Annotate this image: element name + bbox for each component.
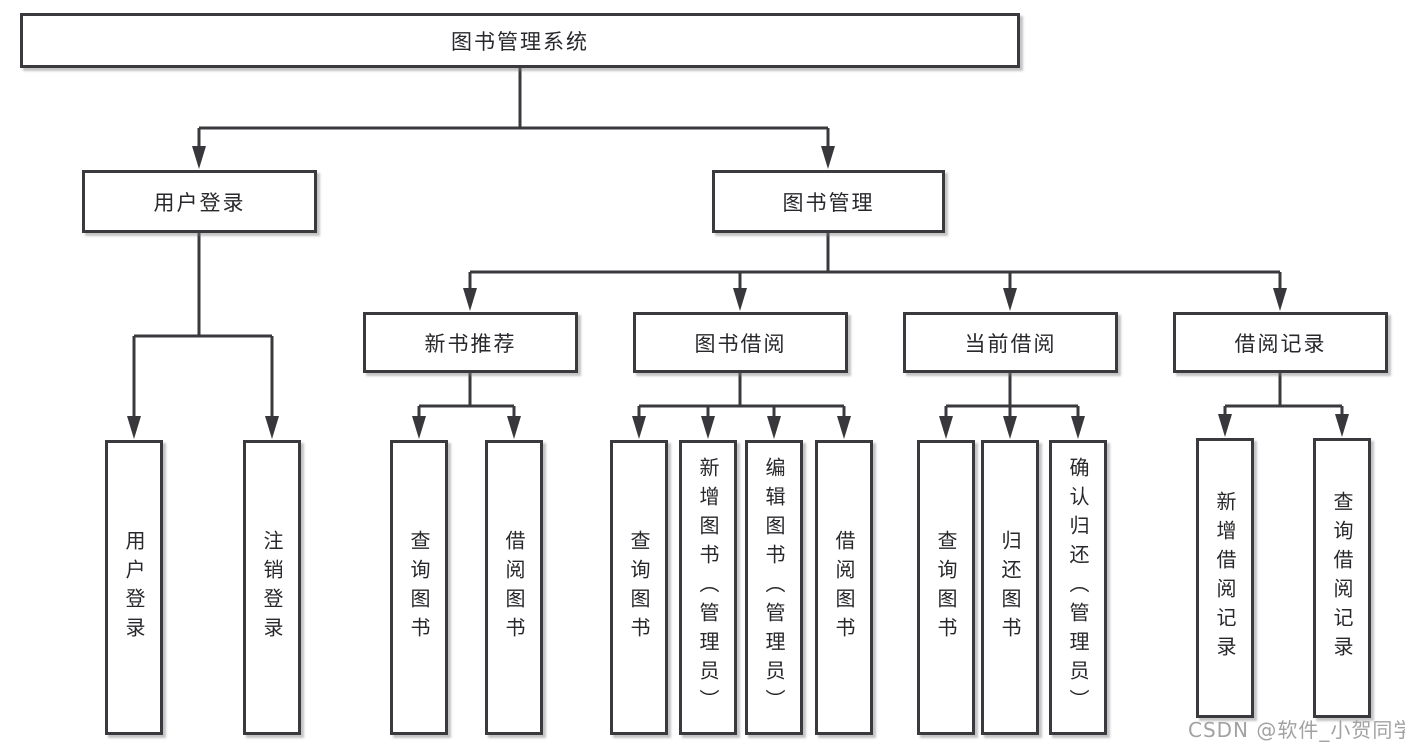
leaf-label: 新增借阅记录 xyxy=(1213,491,1237,665)
node-label: 用户登录 xyxy=(153,190,246,215)
leaf-label: 注销登录 xyxy=(260,529,284,646)
leaf-label: 借阅图书 xyxy=(502,529,526,646)
leaf-label: 归还图书 xyxy=(998,529,1022,646)
leaf-borrow-books: 借阅图书 xyxy=(815,440,873,735)
node-label: 新书推荐 xyxy=(424,331,517,356)
leaf-edit-books-admin: 编辑图书（管理员） xyxy=(745,440,803,735)
leaf-logout: 注销登录 xyxy=(243,440,301,735)
csdn-watermark: CSDN @软件_小贺同学 xyxy=(1188,718,1405,742)
node-book-borrowing: 图书借阅 xyxy=(633,312,848,373)
node-label: 借阅记录 xyxy=(1234,331,1327,356)
node-label: 图书借阅 xyxy=(694,331,787,356)
node-library-management-system: 图书管理系统 xyxy=(20,13,1020,68)
node-label: 图书管理 xyxy=(782,190,875,215)
leaf-label: 新增图书（管理员） xyxy=(696,457,720,718)
node-book-management: 图书管理 xyxy=(712,170,945,233)
leaf-label: 确认归还（管理员） xyxy=(1066,457,1090,718)
leaf-label: 查询图书 xyxy=(407,529,431,646)
leaf-query-books-borrow: 查询图书 xyxy=(610,440,668,735)
leaf-return-books: 归还图书 xyxy=(981,440,1039,735)
node-current-borrowing: 当前借阅 xyxy=(903,312,1118,373)
leaf-confirm-return-admin: 确认归还（管理员） xyxy=(1049,440,1107,735)
leaf-label: 借阅图书 xyxy=(832,529,856,646)
leaf-query-books-current: 查询图书 xyxy=(917,440,975,735)
leaf-query-borrow-record: 查询借阅记录 xyxy=(1313,438,1371,718)
leaf-label: 编辑图书（管理员） xyxy=(762,457,786,718)
leaf-label: 查询借阅记录 xyxy=(1330,491,1354,665)
leaf-add-books-admin: 新增图书（管理员） xyxy=(679,440,737,735)
node-new-book-recommend: 新书推荐 xyxy=(363,312,578,373)
leaf-label: 用户登录 xyxy=(122,529,146,646)
leaf-user-login: 用户登录 xyxy=(105,440,163,735)
leaf-add-borrow-record: 新增借阅记录 xyxy=(1196,438,1254,718)
node-borrowing-records: 借阅记录 xyxy=(1173,312,1388,373)
arrowheads xyxy=(127,146,1349,439)
node-user-login: 用户登录 xyxy=(82,170,317,233)
node-label: 图书管理系统 xyxy=(451,29,589,54)
node-label: 当前借阅 xyxy=(964,331,1057,356)
leaf-query-books-recommend: 查询图书 xyxy=(390,440,448,735)
leaf-label: 查询图书 xyxy=(934,529,958,646)
leaf-borrow-books-recommend: 借阅图书 xyxy=(485,440,543,735)
leaf-label: 查询图书 xyxy=(627,529,651,646)
